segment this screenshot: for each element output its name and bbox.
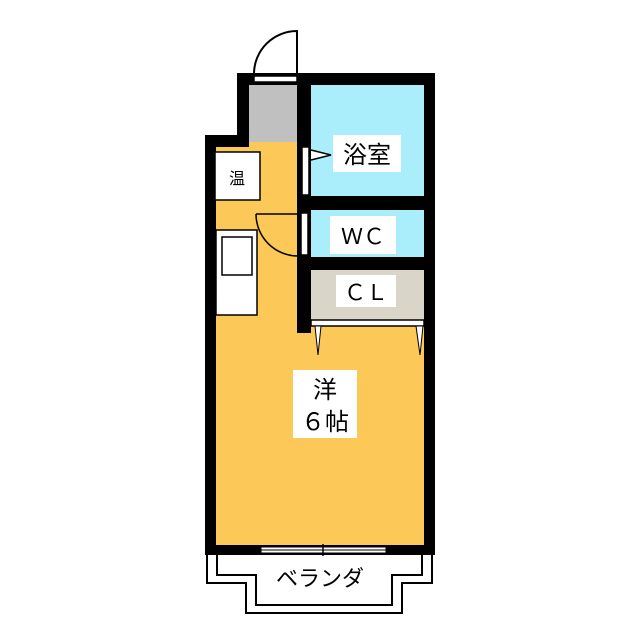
balcony (206, 555, 433, 614)
water-heater-label: 温 (229, 169, 245, 188)
closet-doors[interactable] (310, 319, 425, 356)
bathroom-label: 浴室 (343, 141, 391, 169)
kitchen-counter (215, 229, 258, 316)
western-room-type: 洋 (313, 376, 337, 404)
water-heater-box (214, 151, 261, 201)
balcony-label: ベランダ (276, 567, 364, 592)
wc-label: ＷＣ (341, 225, 385, 250)
western-room-size: ６帖 (301, 408, 349, 436)
wc-door[interactable] (255, 212, 309, 257)
entrance-door[interactable] (253, 29, 298, 83)
closet-label: ＣＬ (344, 281, 388, 306)
entrance-floor (249, 85, 297, 142)
balcony-window[interactable] (260, 544, 387, 556)
bath-door[interactable] (301, 146, 332, 196)
